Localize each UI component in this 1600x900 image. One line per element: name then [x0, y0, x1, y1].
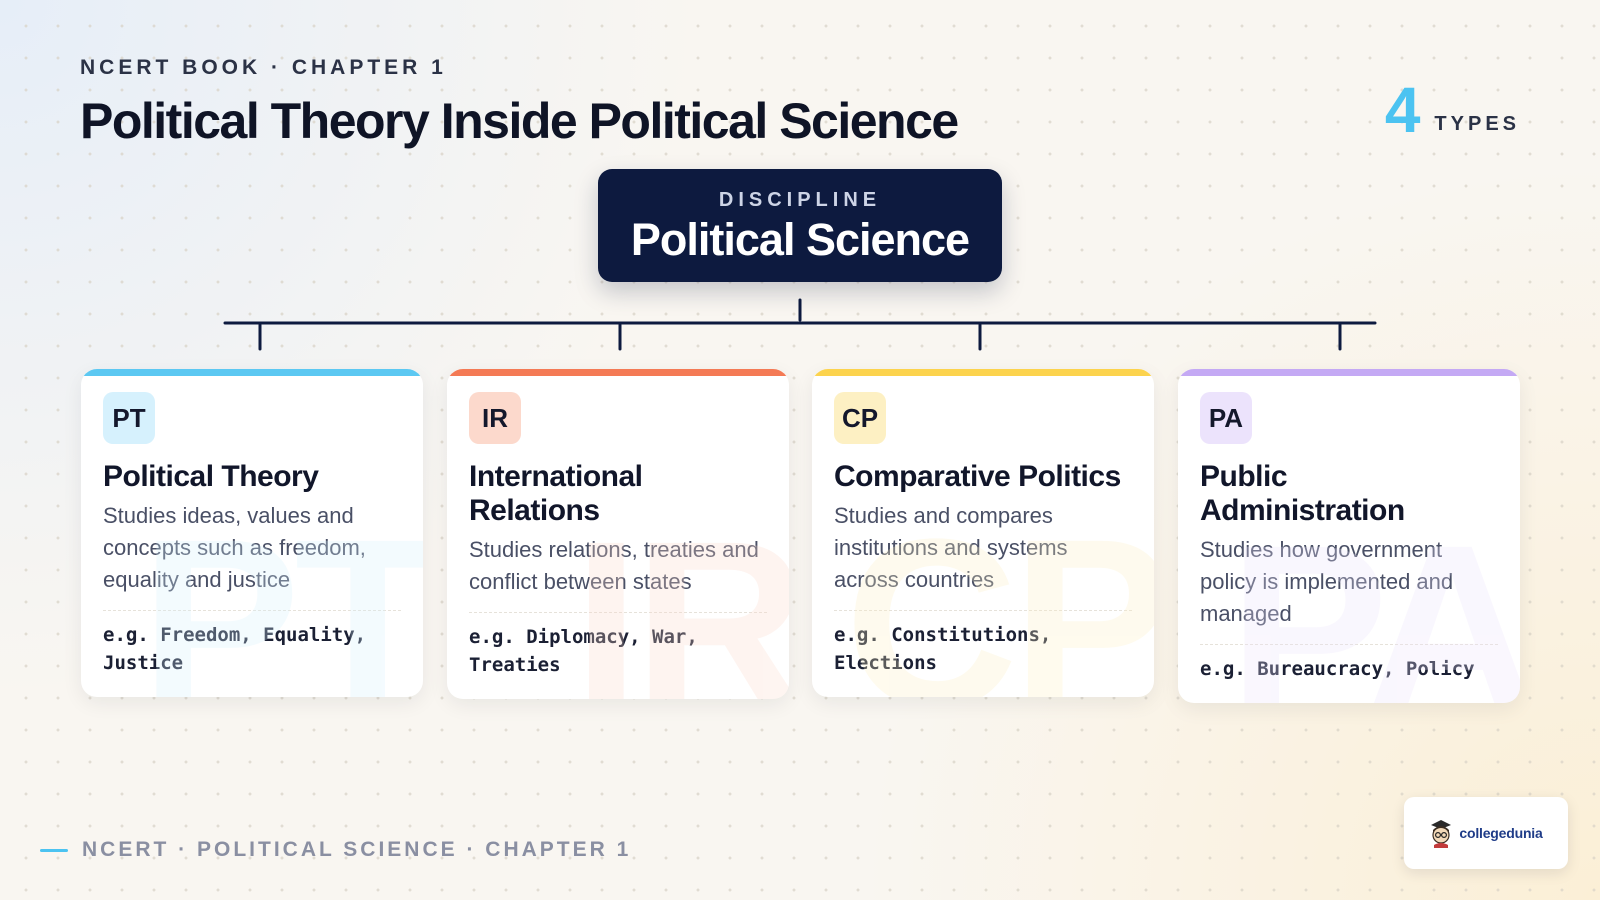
card-badge: IR — [469, 392, 521, 444]
branch-card-international-relations: IR IR International Relations Studies re… — [447, 369, 789, 699]
card-badge: PT — [103, 392, 155, 444]
card-example: e.g. Freedom, Equality, Justice — [103, 624, 367, 674]
card-divider — [469, 612, 767, 613]
card-title: International Relations — [469, 460, 643, 527]
card-divider — [103, 610, 401, 611]
card-description: Studies relations, treaties and conflict… — [469, 537, 759, 594]
card-badge: PA — [1200, 392, 1252, 444]
card-title: Comparative Politics — [834, 460, 1121, 493]
card-accent-bar — [812, 369, 1154, 376]
footer: NCERT · POLITICAL SCIENCE · CHAPTER 1 — [40, 838, 631, 862]
chapter-eyebrow: NCERT BOOK · CHAPTER 1 — [80, 56, 447, 79]
root-name: Political Science — [630, 214, 970, 265]
collegedunia-logo[interactable]: collegedunia — [1404, 797, 1568, 869]
type-count-number: 4 — [1384, 74, 1421, 146]
type-count-label: TYPES — [1434, 113, 1520, 135]
type-count: 4 TYPES — [1384, 74, 1520, 146]
card-description: Studies ideas, values and concepts such … — [103, 503, 366, 592]
footer-text: NCERT · POLITICAL SCIENCE · CHAPTER 1 — [82, 838, 632, 861]
card-example: e.g. Constitutions, Elections — [834, 624, 1052, 674]
card-accent-bar — [1178, 369, 1520, 376]
card-title: Political Theory — [103, 460, 319, 493]
card-example: e.g. Diplomacy, War, Treaties — [469, 626, 698, 676]
card-example: e.g. Bureaucracy, Policy — [1200, 658, 1475, 680]
card-description: Studies and compares institutions and sy… — [834, 503, 1068, 592]
branch-card-comparative-politics: CP CP Comparative Politics Studies and c… — [812, 369, 1154, 697]
page-title: Political Theory Inside Political Scienc… — [80, 93, 959, 149]
logo-text: collegedunia — [1459, 825, 1543, 841]
root-node-political-science: DISCIPLINE Political Science — [598, 169, 1002, 282]
card-description: Studies how government policy is impleme… — [1200, 537, 1454, 626]
card-accent-bar — [81, 369, 423, 376]
branch-card-political-theory: PT PT Political Theory Studies ideas, va… — [81, 369, 423, 697]
card-divider — [834, 610, 1132, 611]
card-title: Public Administration — [1200, 460, 1405, 527]
card-badge: CP — [834, 392, 886, 444]
root-kicker: DISCIPLINE — [718, 189, 882, 211]
branch-card-public-administration: PA PA Public Administration Studies how … — [1178, 369, 1520, 703]
footer-accent-line — [40, 848, 68, 852]
card-accent-bar — [447, 369, 789, 376]
card-divider — [1200, 644, 1498, 645]
student-mascot-icon — [1431, 820, 1452, 848]
